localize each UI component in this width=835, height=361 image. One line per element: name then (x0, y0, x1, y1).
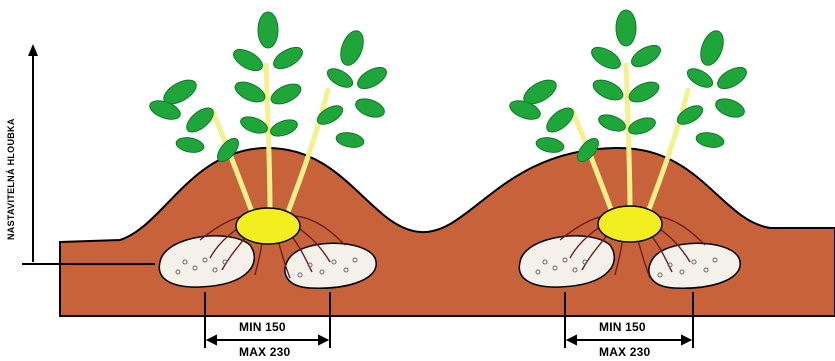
depth-dimension (22, 44, 155, 264)
potato-tuber-left (236, 208, 300, 244)
soil-ridge-profile (60, 148, 835, 316)
depth-label: NASTAVITELNÁ HLOUBKA (6, 118, 16, 240)
min-label-right: MIN 150 (599, 320, 646, 334)
max-label-right: MAX 230 (599, 345, 650, 359)
min-label-left: MIN 150 (239, 320, 286, 334)
max-label-left: MAX 230 (239, 345, 290, 359)
potato-tuber-right (598, 206, 662, 242)
